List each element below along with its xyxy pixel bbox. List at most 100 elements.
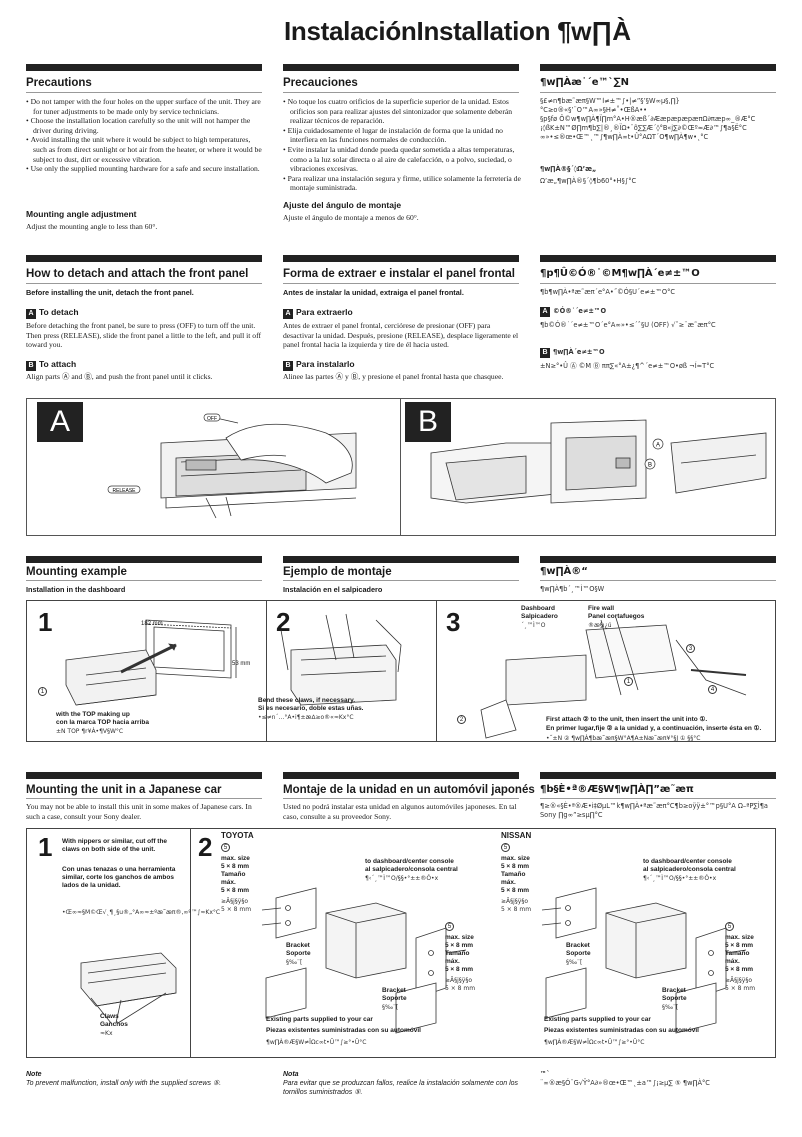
- maxsize-es: Tamaño máx.: [725, 950, 750, 965]
- list-item: ¡◊ßK±N™Ø∏m¶b∑|®¸®ÏΩ•¨õ∑∑Æ´◊°B«j∑∂©Œº≈Æ∂™…: [540, 124, 747, 132]
- mark-b: B: [648, 463, 652, 469]
- section-rule: [283, 556, 519, 563]
- detach-heading-zh: A©Ó®˙´e≠±™O: [540, 307, 606, 317]
- list-item: Para realizar una instalación segura y f…: [283, 174, 521, 193]
- caption-step3-zh: •˝±N ② ¶w∏À¶bæ˜æπ§W°A¶A±Næ˜æπ¥°§J ① §§°C: [546, 735, 701, 742]
- badge-b: B: [283, 361, 293, 371]
- maxsize-zh: ≥Ã§j§ÿ§o: [725, 977, 753, 984]
- label-dashboard-es: Salpicadero: [521, 613, 558, 620]
- precautions-list-es: No toque los cuatro orificios de la supe…: [283, 97, 521, 193]
- claws-label-es: Ganchos: [100, 1021, 128, 1028]
- step-number: 1: [38, 607, 53, 637]
- bracket-en: Bracket: [382, 987, 406, 994]
- section-rule: [26, 772, 262, 779]
- step-number: 2: [198, 832, 213, 862]
- mounting-example-sub-zh: ¶w∏À¶b´¸™Ì™O§W: [540, 585, 605, 593]
- jp1-text-en: With nippers or similar, cut off the cla…: [62, 838, 168, 853]
- label-dashboard-en: Dashboard: [521, 605, 555, 612]
- bracket-es: Soporte: [382, 995, 407, 1002]
- maxsize-es: Tamaño máx.: [501, 871, 526, 886]
- console-en: to dashboard/center console: [643, 858, 732, 865]
- circle-1: 1: [624, 677, 633, 686]
- attach-text-zh: ±N≥°•Û Ⓐ ©M Ⓑ ππ∑«°A±¿¶^´e≠±™O•øß ¬Í≈T°C: [540, 362, 715, 370]
- circle-5: 5: [445, 922, 454, 931]
- bracket-zh: §‰¨[: [286, 959, 303, 966]
- maxsize-en: max. size: [501, 855, 530, 862]
- dim-height: 53 mm: [232, 661, 251, 667]
- circle-4: 4: [708, 685, 717, 694]
- step-number: 1: [38, 832, 53, 862]
- badge-a: A: [540, 307, 550, 317]
- divider: [283, 580, 519, 581]
- parts-zh: ¶w∏À®Æ§W≠ÏΩc∞t•Û™∫≥°•Û°C: [544, 1039, 645, 1046]
- section-rule: [26, 64, 262, 71]
- figure-divider: [190, 828, 191, 1058]
- release-button-label: RELEASE: [112, 488, 136, 494]
- caption-claws-en: Bend these claws, if necessary.: [258, 697, 356, 704]
- list-item: ∞»•≤®œ•Œ™˛™∫¶w∏À∞t•Û°AΩT´O¶w∏À¶w•˛°C: [540, 133, 709, 141]
- section-rule: [283, 255, 519, 262]
- bracket-es: Soporte: [566, 950, 591, 957]
- front-panel-intro-zh: ¶b¶w∏À•ªæ˜æπ´e°A•˝©Ó§U´e≠±™O°C: [540, 288, 676, 296]
- attach-text-en: Align parts Ⓐ and Ⓑ, and push the front …: [26, 372, 213, 381]
- detach-text-zh: ¶b©Ó®˙´e≠±™O´e°A∞»•≤´ˆ§U (OFF) √ˆ≥¨æ˜æπ°…: [540, 321, 716, 329]
- attach-text-es: Alinee las partes Ⓐ y Ⓑ, y presione el p…: [283, 372, 504, 381]
- front-panel-heading-en: How to detach and attach the front panel: [26, 268, 249, 280]
- note-label-en: Note: [26, 1071, 42, 1078]
- list-item: Elija cuidadosamente el lugar de instala…: [283, 126, 521, 145]
- bracket-es: Soporte: [286, 950, 311, 957]
- section-rule: [540, 772, 776, 779]
- divider: [283, 798, 519, 799]
- detach-text-es: Antes de extraer el panel frontal, cerci…: [283, 321, 519, 350]
- attach-heading-zh: B¶w∏À´e≠±™O: [540, 348, 605, 358]
- badge-a: A: [26, 309, 36, 319]
- mounting-example-sub-es: Instalación en el salpicadero: [283, 585, 383, 594]
- jp1-text-zh: •Œ∞≈§M©Œ√˛¶¸§u®„°A∞≈±ºæ˜æπ®‚∞º™∫≈Kx°C: [62, 909, 221, 916]
- list-item: Do not tamper with the four holes on the…: [26, 97, 264, 116]
- figure-letter-a: A: [37, 402, 83, 442]
- mounting-angle-text-en: Adjust the mounting angle to less than 6…: [26, 222, 158, 231]
- nissan-label: NISSAN: [501, 831, 532, 840]
- maxsize-val: 5 × 8 mm: [445, 942, 474, 949]
- page-title: InstalaciónInstallation ¶w∏À: [284, 16, 631, 46]
- divider: [283, 92, 519, 93]
- figure-divider: [400, 398, 401, 536]
- precautions-list-zh: §£≠n¶bæ˜æπ§W™Ì≠±™∫•|≠”§’§W∞µ§‚∏}°C≥o®«§’…: [540, 97, 776, 153]
- maxsize-zh: ≥Ã§j§ÿ§o: [501, 898, 529, 905]
- divider: [540, 283, 776, 284]
- claws-label-zh: ≈Kx: [100, 1030, 113, 1037]
- maxsize-val: 5 × 8 mm: [221, 863, 250, 870]
- front-panel-intro-en: Before installing the unit, detach the f…: [26, 288, 194, 297]
- section-rule: [26, 556, 262, 563]
- bracket-zh: §‰¨[: [566, 959, 583, 966]
- list-item: §£≠n¶bæ˜æπ§W™Ì≠±™∫•|≠”§’§W∞µ§‚∏}°C≥o®«§’…: [540, 97, 680, 114]
- maxsize-es: Tamaño máx.: [445, 950, 470, 965]
- list-item: Choose the installation location careful…: [26, 116, 264, 135]
- list-item: Evite instalar la unidad donde pueda que…: [283, 145, 521, 174]
- bracket-en: Bracket: [566, 942, 590, 949]
- label-firewall-en: Fire wall: [588, 605, 615, 612]
- mounting-angle-text-es: Ajuste el ángulo de montaje a menos de 6…: [283, 213, 419, 222]
- divider: [540, 92, 776, 93]
- precautions-heading-es: Precauciones: [283, 77, 358, 89]
- attach-title: ¶w∏À´e≠±™O: [553, 348, 605, 356]
- maxsize-val: 5 × 8 mm: [725, 966, 754, 973]
- divider: [540, 798, 776, 799]
- detach-title: ©Ó®˙´e≠±™O: [553, 307, 607, 315]
- caption-claws-es: Si es necesario, doble estas uñas.: [258, 705, 364, 712]
- divider: [283, 283, 519, 284]
- mounting-example-heading-zh: ¶w∏À®“: [540, 566, 588, 577]
- front-panel-illustration: OFF RELEASE A B: [107, 413, 767, 519]
- caption-top-es: con la marca TOP hacia arriba: [56, 719, 149, 726]
- console-es: al salpicadero/consola central: [643, 866, 736, 873]
- maxsize-zh: ≥Ã§j§ÿ§o: [221, 898, 249, 905]
- parts-en: Existing parts supplied to your car: [544, 1016, 651, 1023]
- maxsize-zh-val: 5 × 8 mm: [221, 906, 252, 913]
- circle-1: 1: [38, 687, 47, 696]
- japanese-car-heading-en: Mounting the unit in a Japanese car: [26, 784, 222, 796]
- japanese-car-text-zh: ¶≥®«§È•ª®Æ•i‡ØµL™k¶w∏À•ªæ˜æπ°C¶b≥oÿÿ±°™p…: [540, 802, 768, 819]
- parts-zh: ¶w∏À®Æ§W≠ÏΩc∞t•Û™∫≥°•Û°C: [266, 1039, 367, 1046]
- mounting-example-heading-en: Mounting example: [26, 566, 127, 578]
